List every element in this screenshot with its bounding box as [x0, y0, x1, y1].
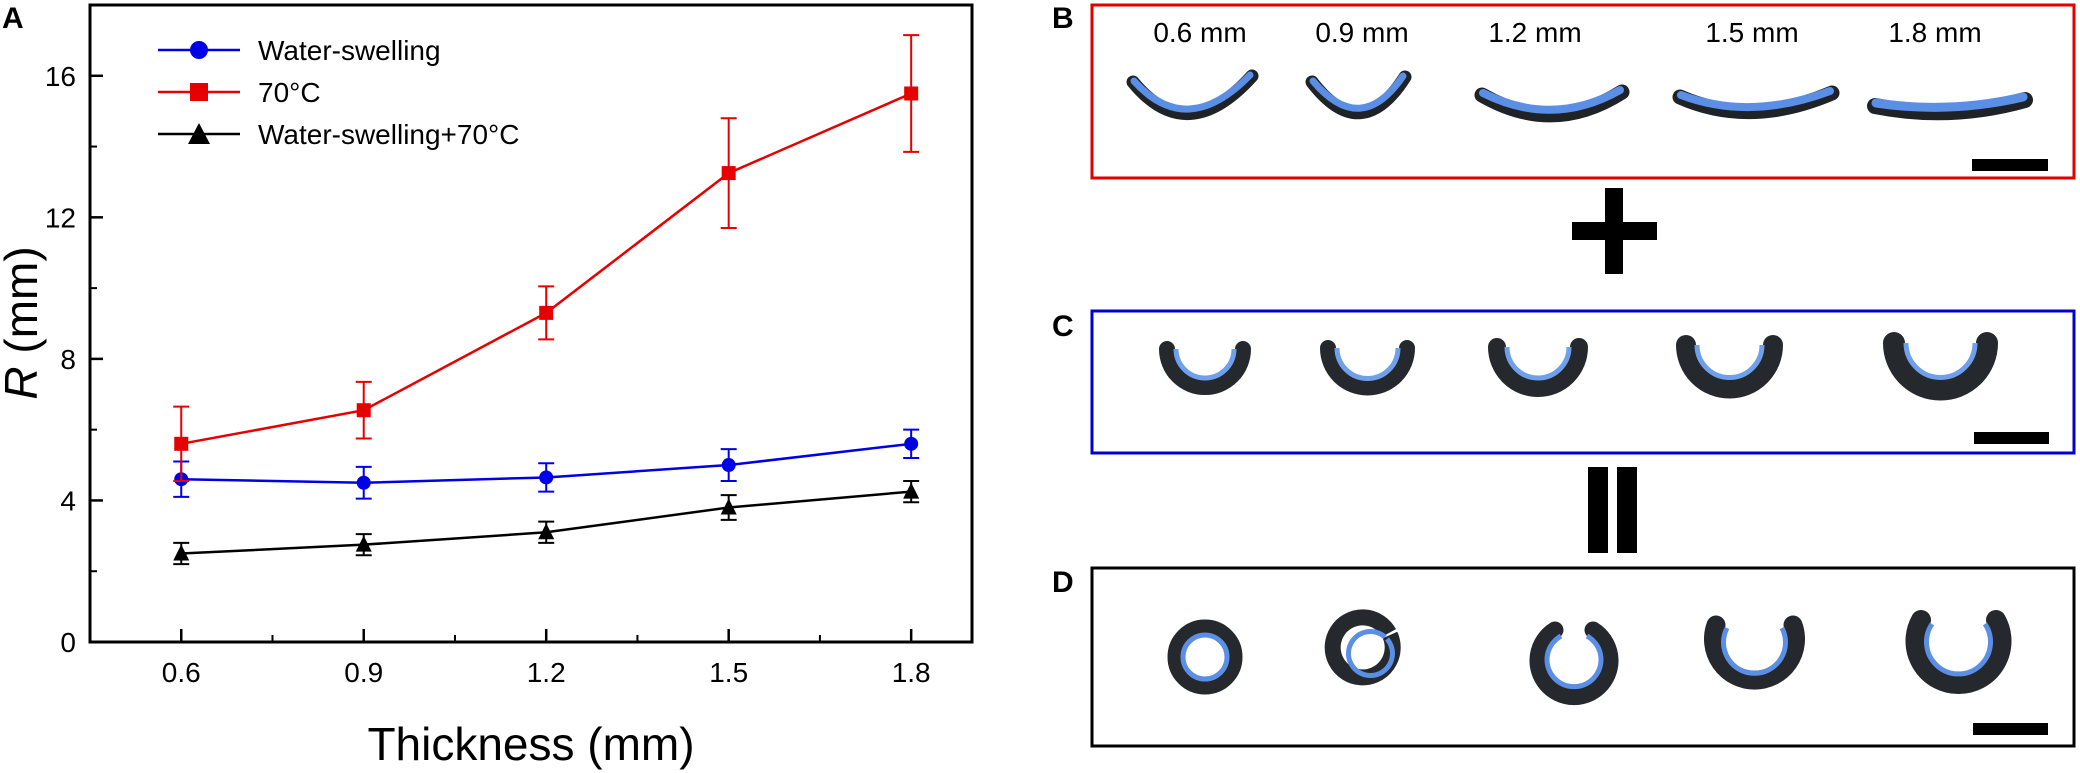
legend-item-water-swelling-70c: Water-swelling+70°C: [158, 119, 519, 150]
scale-bar-c: [1974, 432, 2049, 444]
x-axis-title: Thickness (mm): [367, 718, 694, 770]
panel-letter-b: B: [1052, 2, 1074, 35]
curled-strip-c-1-2mm: [1488, 338, 1588, 397]
chart-series: [173, 34, 920, 566]
plus-operator-icon: [1572, 188, 1657, 274]
data-point-0-1: [356, 475, 371, 490]
x-tick-label-3: 1.5: [709, 657, 748, 688]
data-point-0-2: [539, 470, 554, 485]
x-tick-label-2: 1.2: [527, 657, 566, 688]
data-point-1-3: [721, 166, 736, 181]
panel-b-photos: 0.6 mm 0.9 mm 1.2 mm 1.5 mm 1.8 mm: [1090, 3, 2076, 180]
chart-axes: 0 4 8 12 16 0.6 0.9 1.2 1.5 1.8: [45, 61, 931, 688]
curled-strip-d-1-8mm: [1905, 610, 2012, 694]
y-tick-label-0: 0: [60, 627, 76, 658]
curled-strip-d-0-9mm: [1324, 609, 1401, 686]
thickness-label-0-9: 0.9 mm: [1315, 17, 1408, 48]
y-tick-label-3: 12: [45, 202, 76, 233]
series-0: [173, 428, 920, 500]
data-point-2-4: [903, 482, 920, 499]
legend-label-water-swelling: Water-swelling: [258, 35, 441, 66]
legend-marker-water-swelling-70c: [188, 123, 210, 144]
curled-strip-d-1-2mm: [1529, 621, 1619, 706]
panel-letter-d: D: [1052, 566, 1074, 599]
bent-strip-0-6mm: [1126, 69, 1259, 121]
thickness-label-1-5: 1.5 mm: [1705, 17, 1798, 48]
legend-item-70c: 70°C: [158, 77, 321, 108]
thickness-label-1-8: 1.8 mm: [1888, 17, 1981, 48]
curled-strip-d-0-6mm: [1167, 619, 1243, 695]
thickness-label-1-2: 1.2 mm: [1488, 17, 1581, 48]
y-tick-label-2: 8: [60, 344, 76, 375]
panel-c-photos: [1090, 309, 2076, 455]
curled-strip-c-0-6mm: [1159, 341, 1251, 395]
series-2: [173, 479, 920, 566]
bent-strip-1-8mm: [1867, 92, 2033, 121]
data-point-0-4: [904, 436, 919, 451]
curled-strip-c-1-8mm: [1883, 332, 1998, 401]
equals-operator-icon: [1588, 467, 1637, 553]
x-tick-label-4: 1.8: [892, 657, 931, 688]
legend-item-water-swelling: Water-swelling: [158, 35, 441, 66]
y-axis-title-symbol: R: [0, 366, 47, 399]
bent-strip-1-2mm: [1474, 84, 1630, 123]
bent-strip-1-5mm: [1672, 85, 1840, 120]
curled-strip-c-1-5mm: [1676, 335, 1783, 399]
data-point-0-3: [721, 458, 736, 473]
scale-bar-d: [1973, 723, 2048, 735]
y-axis-title-unit: (mm): [0, 246, 47, 366]
scale-bar-b: [1972, 159, 2048, 171]
data-point-2-2: [538, 523, 555, 540]
series-1: [173, 34, 920, 482]
chart-thickness-vs-radius: 0 4 8 12 16 0.6 0.9 1.2 1.5 1.8 Water-swelling 70…: [0, 3, 974, 770]
data-point-2-1: [355, 535, 372, 552]
data-point-1-1: [356, 403, 371, 418]
x-tick-label-1: 0.9: [344, 657, 383, 688]
data-point-1-2: [539, 305, 554, 320]
legend-label-70c: 70°C: [258, 77, 321, 108]
curled-strip-d-1-5mm: [1704, 615, 1805, 690]
y-tick-label-4: 16: [45, 61, 76, 92]
bent-strip-0-9mm: [1305, 70, 1412, 120]
y-tick-label-1: 4: [60, 485, 76, 516]
thickness-label-0-6: 0.6 mm: [1153, 17, 1246, 48]
y-axis-title: R (mm): [0, 246, 47, 399]
panel-d-photos: [1090, 566, 2076, 748]
legend-marker-70c: [190, 83, 208, 101]
legend-marker-water-swelling: [190, 41, 208, 59]
panel-letter-a: A: [2, 2, 24, 35]
x-tick-label-0: 0.6: [162, 657, 201, 688]
panel-letter-c: C: [1052, 310, 1074, 343]
data-point-1-4: [904, 86, 919, 101]
data-point-2-0: [173, 544, 190, 561]
chart-legend: Water-swelling 70°C Water-swelling+70°C: [158, 35, 519, 150]
curled-strip-c-0-9mm: [1320, 340, 1415, 396]
legend-label-water-swelling-70c: Water-swelling+70°C: [258, 119, 519, 150]
panel-b-frame: [1090, 3, 2076, 180]
data-point-2-3: [720, 498, 737, 515]
plot-frame: [88, 3, 974, 644]
data-point-1-0: [174, 436, 189, 451]
